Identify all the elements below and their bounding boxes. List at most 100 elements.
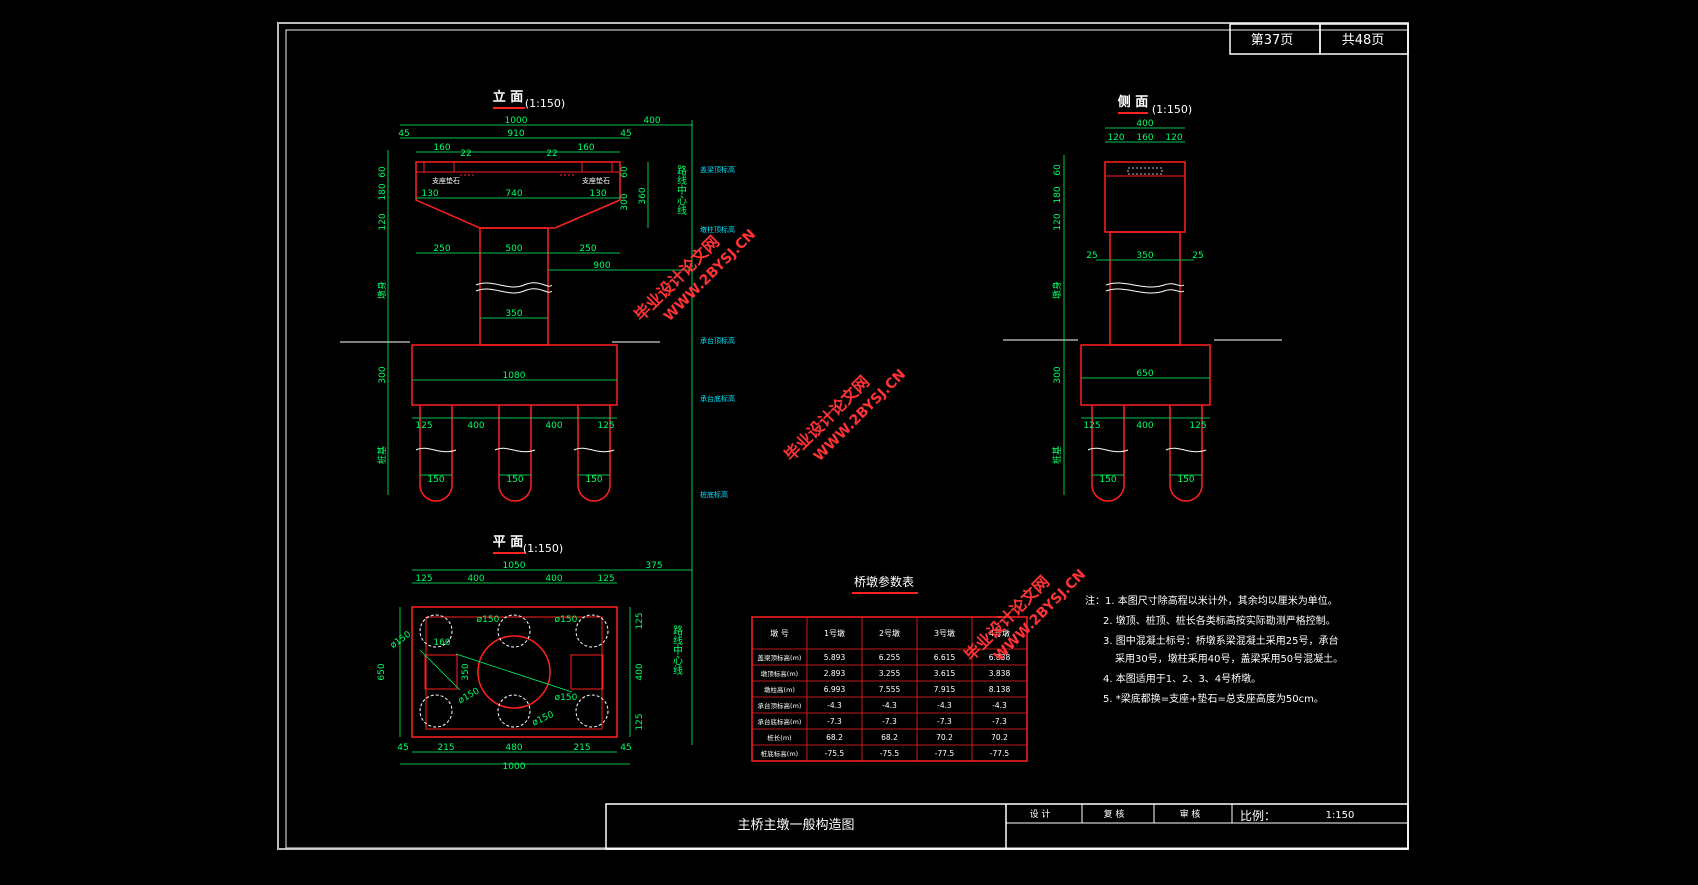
column-break-mark-1 [475,282,553,288]
dim-plan-650: 650 [377,663,387,680]
side-pile-right [1169,405,1203,502]
dim-front-pile-dia-left: 150 [427,475,444,485]
dim-plan-pile-dia-4: ø150 [457,686,482,706]
title-block: 主桥主墩一般构造图 设 计 复 核 审 核 比例： 1:150 [605,803,1409,850]
table-cell: 承台顶标高(m) [758,701,802,710]
side-cap-beam [1104,161,1186,233]
dim-side-160: 160 [1136,133,1153,143]
table-cell: 68.2 [881,733,898,742]
dim-side-60: 60 [1053,164,1063,176]
dim-front-250-right: 250 [579,244,596,254]
scale-value: 1:150 [1326,810,1355,821]
label-front-column: 墩身 [376,281,388,299]
dim-front-160-left: 160 [433,143,450,153]
table-cell: 5.893 [824,653,846,662]
dim-side-pile-dia-left: 150 [1099,475,1116,485]
table-cell: 8.138 [989,685,1011,694]
dim-side-25-right: 25 [1192,251,1203,261]
plan-piles [419,614,609,728]
dim-front-130-right: 130 [589,189,606,199]
dim-front-1000: 1000 [505,116,528,126]
dim-front-910: 910 [507,129,524,139]
side-pile-left [1091,405,1125,502]
dim-plan-400-right: 400 [545,574,562,584]
dim-plan-215-right: 215 [573,743,590,753]
dim-plan-350: 350 [461,663,471,680]
design-label: 设 计 [1030,808,1051,820]
dim-front-300: 300 [378,366,388,383]
table-cell: 桩底标高(m) [761,749,798,758]
table-cell: 68.2 [826,733,843,742]
dim-side-350: 350 [1136,251,1153,261]
pile-break-right [573,447,615,453]
notes: 注：1. 本图尺寸除高程以米计外，其余均以厘米为单位。 2. 墩顶、桩顶、桩长各… [1085,594,1343,705]
dim-plan-375: 375 [645,561,662,571]
dim-front-130-left: 130 [421,189,438,199]
dim-plan-pile-dia-2: ø150 [477,615,500,625]
dim-front-pile-125-right: 125 [597,421,614,431]
plan-view: 平 面 (1:150) 1050 375 1 [377,535,692,772]
level-label-column-top: 墩柱顶标高 [700,225,735,234]
dim-plan-400-left: 400 [467,574,484,584]
dim-front-250-left: 250 [433,244,450,254]
table-header-cell: 墩 号 [770,628,789,638]
column-break-mark-2 [475,288,553,294]
dim-front-900: 900 [593,261,610,271]
pile-cap-footing [411,344,618,406]
approve-label: 审 核 [1180,808,1201,820]
table-cell: 70.2 [936,733,953,742]
note-4: 4. 本图适用于1、2、3、4号桥墩。 [1103,672,1261,685]
dim-side-120-left: 120 [1107,133,1124,143]
dim-plan-160: 160 [433,638,450,648]
dim-plan-pile-dia-5: ø150 [555,693,578,703]
table-header-cell: 3号墩 [934,628,955,638]
scale-label: 比例： [1240,809,1276,823]
front-dimension-lines [387,120,693,745]
dim-side-180: 180 [1053,186,1063,203]
table-cell: 3.615 [934,669,956,678]
cap-block-right [581,161,613,173]
cap-beam [415,161,621,229]
label-front-pile: 桩基 [376,446,388,464]
dim-plan-right-125-bottom: 125 [635,713,645,730]
dim-front-120: 120 [378,213,388,230]
side-pile-break-left [1087,447,1129,453]
pile-break-left [415,447,457,453]
table-title: 桥墩参数表 [854,574,914,589]
side-view-scale: (1:150) [1152,103,1192,116]
cap-block-left [423,161,455,173]
dim-front-45-left: 45 [398,129,409,139]
dim-plan-1050: 1050 [503,561,526,571]
plan-cap-outline [425,616,603,730]
pile-break-center [494,447,536,453]
table-cell: -4.3 [882,701,897,710]
table-grid [752,617,1027,761]
table-cell: -7.3 [827,717,842,726]
level-label-footing-bottom: 承台底标高 [700,394,735,403]
front-view-scale: (1:150) [525,97,565,110]
dim-plan-45-right: 45 [620,743,631,753]
note-3: 3. 图中混凝土标号：桥墩系梁混凝土采用25号，承台 [1103,634,1338,647]
plan-bearing-right [570,654,604,690]
plan-bearing-left [424,654,458,690]
dim-front-740: 740 [505,189,522,199]
dim-front-180: 180 [378,183,388,200]
dim-front-400: 400 [643,116,660,126]
table-cell: -7.3 [882,717,897,726]
dim-side-pile-400: 400 [1136,421,1153,431]
note-2: 2. 墩顶、桩顶、桩长各类标高按实际勘测严格控制。 [1103,614,1336,627]
note-5: 5. *梁底都换=支座+垫石=总支座高度为50cm。 [1103,692,1324,705]
dim-front-1080: 1080 [503,371,526,381]
table-cell: 7.555 [879,685,901,694]
table-cell: 承台底标高(m) [758,717,802,726]
dim-front-22-right: 22 [546,149,557,159]
dim-side-25-left: 25 [1086,251,1097,261]
dim-plan-215-left: 215 [437,743,454,753]
table-cell: -7.3 [992,717,1007,726]
review-label: 复 核 [1104,808,1125,820]
table-cell: -77.5 [990,749,1010,758]
dim-plan-1000: 1000 [503,762,526,772]
dim-plan-125-right: 125 [597,574,614,584]
dim-front-pile-dia-center: 150 [506,475,523,485]
dim-front-right-300: 300 [620,193,630,210]
